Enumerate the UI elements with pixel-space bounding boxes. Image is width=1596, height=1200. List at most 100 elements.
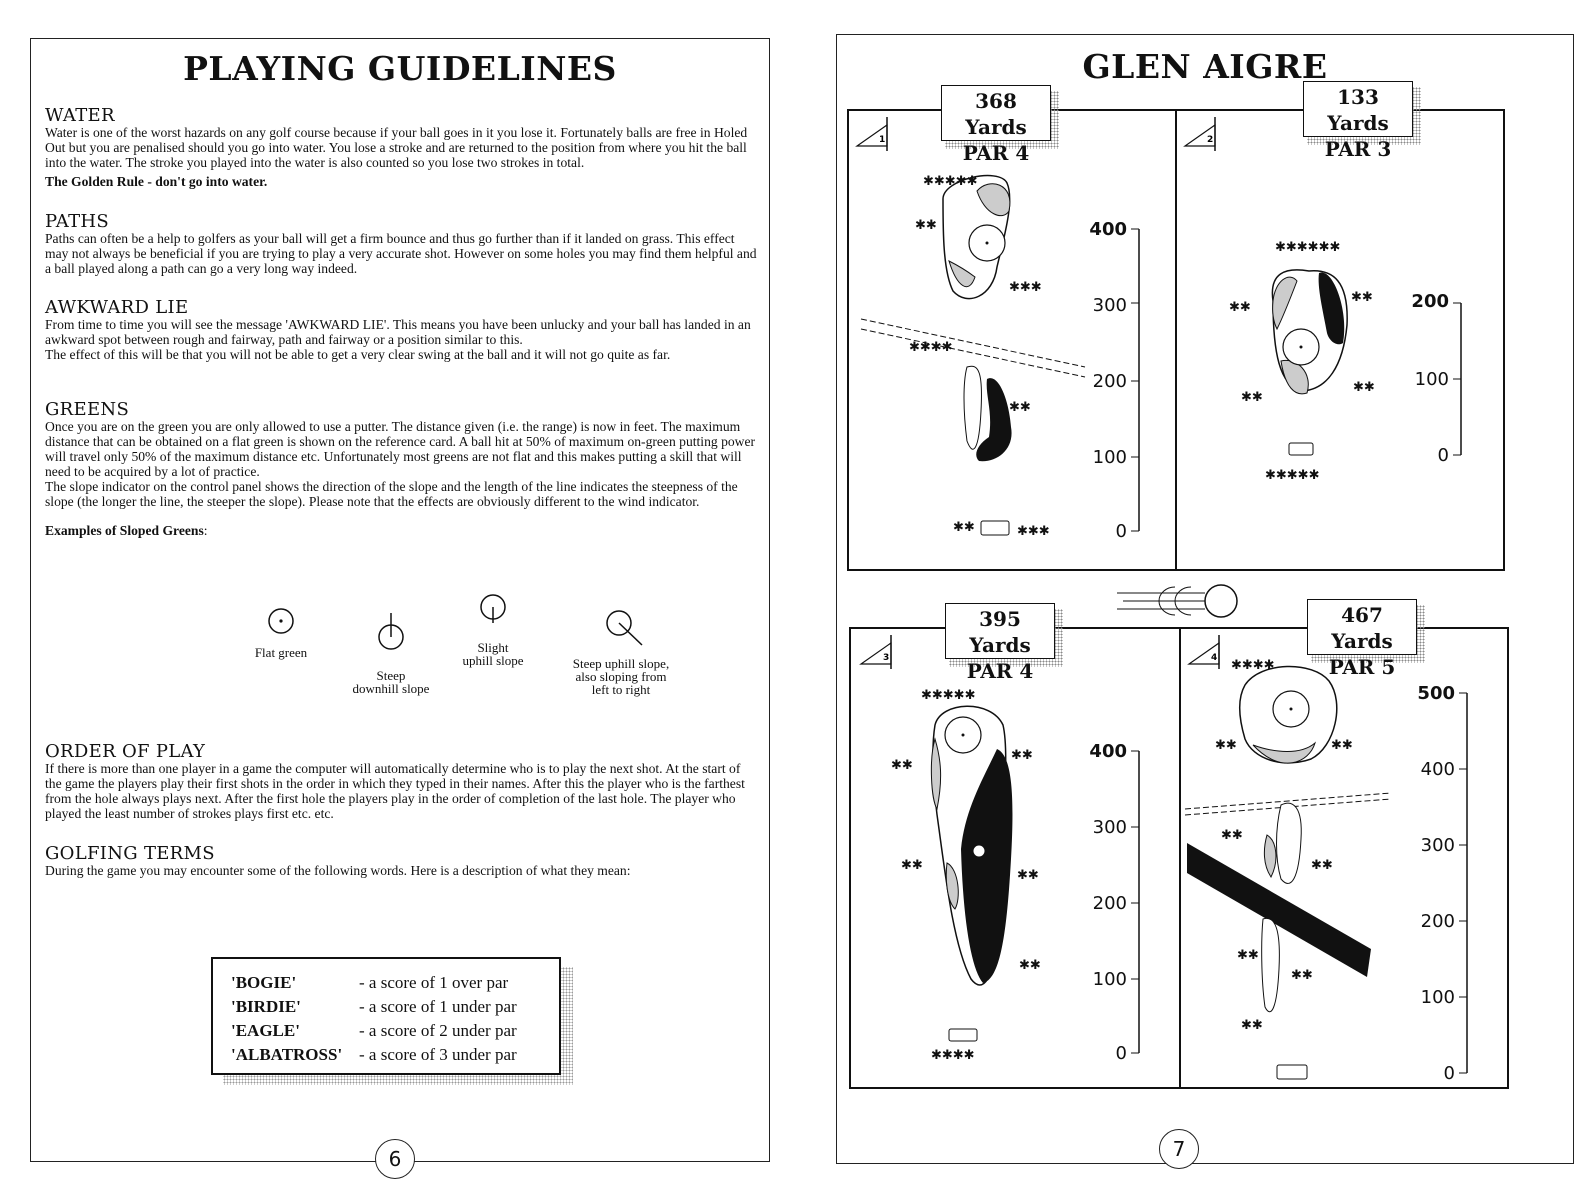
svg-text:✱✱: ✱✱ xyxy=(901,858,923,873)
svg-text:✱✱✱✱✱: ✱✱✱✱✱ xyxy=(1265,468,1319,483)
golf-ball-icon xyxy=(1117,584,1238,618)
scale-label: 300 xyxy=(1092,817,1127,838)
svg-text:✱✱: ✱✱ xyxy=(953,520,975,535)
section-paths: PATHS Paths can often be a help to golfe… xyxy=(45,211,757,277)
scale-label: 300 xyxy=(1420,835,1455,856)
flat-green-icon xyxy=(268,608,294,634)
section-heading: ORDER OF PLAY xyxy=(45,741,206,762)
svg-text:4: 4 xyxy=(1211,653,1217,663)
svg-text:✱✱: ✱✱ xyxy=(1019,958,1041,973)
svg-text:✱✱✱✱: ✱✱✱✱ xyxy=(909,340,953,355)
steep-downhill-icon xyxy=(378,613,404,650)
svg-text:✱✱: ✱✱ xyxy=(1241,390,1263,405)
section-greens: GREENS Once you are on the green you are… xyxy=(45,399,757,539)
term-row: 'BOGIE'- a score of 1 over par xyxy=(231,973,509,992)
hole-2-panel: 2 ✱✱✱✱✱✱✱✱✱✱✱✱✱✱✱✱✱✱✱ 200 100 0 xyxy=(1175,109,1505,571)
svg-text:✱✱✱✱: ✱✱✱✱ xyxy=(1231,658,1275,673)
scale-label: 400 xyxy=(1420,759,1455,780)
svg-text:2: 2 xyxy=(1207,135,1213,145)
hole-1-panel: 1 ✱✱✱✱✱✱✱✱✱✱✱✱✱✱✱✱✱✱✱✱✱ 400 300 200 100 … xyxy=(847,109,1177,571)
tee-flag-icon: 3 xyxy=(859,635,892,669)
svg-text:✱✱✱: ✱✱✱ xyxy=(1009,280,1042,295)
section-heading: GREENS xyxy=(45,399,130,420)
slight-uphill-icon xyxy=(480,594,506,623)
section-body: If there is more than one player in a ga… xyxy=(45,761,745,821)
right-page: GLEN AIGRE 1 ✱✱✱✱✱✱✱✱✱✱✱✱✱✱✱✱✱✱✱✱✱ 400 3… xyxy=(836,34,1574,1169)
section-body: Paths can often be a help to golfers as … xyxy=(45,231,757,276)
section-golfing-terms: GOLFING TERMS During the game you may en… xyxy=(45,843,757,879)
svg-text:✱✱: ✱✱ xyxy=(1351,290,1373,305)
hole-2-map: 2 ✱✱✱✱✱✱✱✱✱✱✱✱✱✱✱✱✱✱✱ xyxy=(1183,117,1462,483)
scale-label: 100 xyxy=(1420,987,1455,1008)
scale-label: 100 xyxy=(1414,369,1449,390)
svg-text:1: 1 xyxy=(879,135,885,145)
hole-1-map: 1 ✱✱✱✱✱✱✱✱✱✱✱✱✱✱✱✱✱✱✱✱✱ xyxy=(855,117,1140,539)
scale-label: 500 xyxy=(1417,683,1455,704)
scale-label: 200 xyxy=(1411,291,1449,312)
section-body: During the game you may encounter some o… xyxy=(45,863,631,878)
section-water: WATER Water is one of the worst hazards … xyxy=(45,105,757,190)
svg-text:✱✱: ✱✱ xyxy=(1291,968,1313,983)
scale-label: 400 xyxy=(1089,741,1127,762)
svg-text:✱✱: ✱✱ xyxy=(1215,738,1237,753)
section-heading: PATHS xyxy=(45,211,110,232)
svg-text:✱✱: ✱✱ xyxy=(1237,948,1259,963)
diagram-label: Flat green xyxy=(254,645,308,660)
svg-text:✱✱✱: ✱✱✱ xyxy=(1017,524,1050,539)
section-body: The effect of this will be that you will… xyxy=(45,347,671,362)
svg-text:✱✱: ✱✱ xyxy=(1011,748,1033,763)
section-heading: AWKWARD LIE xyxy=(45,297,189,318)
svg-text:✱✱: ✱✱ xyxy=(915,218,937,233)
svg-text:✱✱: ✱✱ xyxy=(1331,738,1353,753)
left-page: PLAYING GUIDELINES WATER Water is one of… xyxy=(30,38,770,1179)
svg-text:✱✱✱✱✱: ✱✱✱✱✱ xyxy=(921,688,975,703)
svg-text:✱✱: ✱✱ xyxy=(1241,1018,1263,1033)
scale-label: 100 xyxy=(1092,447,1127,468)
scale-label: 200 xyxy=(1420,911,1455,932)
scale-label: 300 xyxy=(1092,295,1127,316)
section-body: Water is one of the worst hazards on any… xyxy=(45,125,748,170)
slope-diagrams xyxy=(268,594,643,650)
term-row: 'BIRDIE'- a score of 1 under par xyxy=(231,997,517,1016)
hole-3-panel: 3 ✱✱✱✱✱✱✱✱✱✱✱✱✱✱✱✱✱✱✱ 400 300 200 100 0 xyxy=(849,627,1181,1089)
term-row: 'EAGLE'- a score of 2 under par xyxy=(231,1021,517,1040)
section-order-of-play: ORDER OF PLAY If there is more than one … xyxy=(45,741,757,822)
svg-text:✱✱: ✱✱ xyxy=(1017,868,1039,883)
hole-3-map: 3 ✱✱✱✱✱✱✱✱✱✱✱✱✱✱✱✱✱✱✱ xyxy=(859,635,1140,1063)
svg-text:✱✱: ✱✱ xyxy=(1229,300,1251,315)
svg-text:✱✱: ✱✱ xyxy=(891,758,913,773)
svg-text:✱✱✱✱✱: ✱✱✱✱✱ xyxy=(923,174,977,189)
scale-label: 0 xyxy=(1115,1043,1127,1064)
scale-label: 0 xyxy=(1115,521,1127,542)
page-number: 7 xyxy=(1159,1129,1199,1169)
scale-label: 0 xyxy=(1437,445,1449,466)
tee-flag-icon: 4 xyxy=(1187,635,1220,669)
scale-label: 400 xyxy=(1089,219,1127,240)
svg-text:✱✱: ✱✱ xyxy=(1353,380,1375,395)
scale-label: 100 xyxy=(1092,969,1127,990)
golden-rule: The Golden Rule - don't go into water. xyxy=(45,174,268,189)
scale-label: 200 xyxy=(1092,893,1127,914)
scale-label: 0 xyxy=(1443,1063,1455,1084)
terms-box: 'BOGIE'- a score of 1 over par 'BIRDIE'-… xyxy=(211,957,561,1075)
section-body: Once you are on the green you are only a… xyxy=(45,419,756,479)
hole-4-map: 4 ✱✱✱✱✱✱✱✱✱✱✱✱✱✱✱✱✱✱ xyxy=(1184,635,1468,1080)
section-body: The slope indicator on the control panel… xyxy=(45,479,738,509)
section-heading: WATER xyxy=(45,105,115,126)
tee-flag-icon: 1 xyxy=(855,117,888,151)
hole-4-panel: 4 ✱✱✱✱✱✱✱✱✱✱✱✱✱✱✱✱✱✱ 500 400 300 200 100… xyxy=(1179,627,1509,1089)
section-heading: GOLFING TERMS xyxy=(45,843,215,864)
svg-text:✱✱: ✱✱ xyxy=(1221,828,1243,843)
section-awkward-lie: AWKWARD LIE From time to time you will s… xyxy=(45,297,757,363)
examples-label: Examples of Sloped Greens: xyxy=(45,523,208,538)
scale-label: 200 xyxy=(1092,371,1127,392)
page-title: PLAYING GUIDELINES xyxy=(183,49,617,88)
section-body: From time to time you will see the messa… xyxy=(45,317,751,347)
